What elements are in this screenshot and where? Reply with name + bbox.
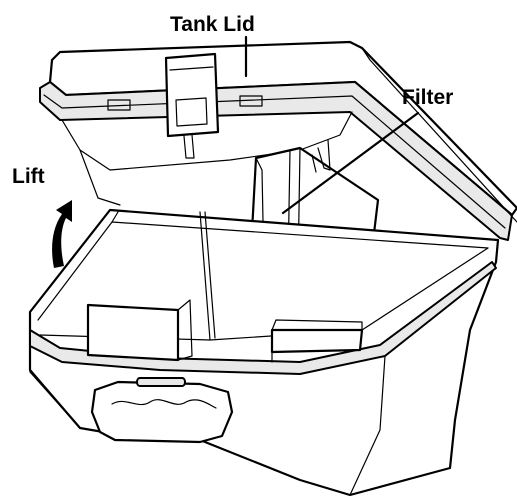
lift-label: Lift	[12, 165, 45, 188]
filter-label: Filter	[402, 86, 453, 109]
filter-leader-line	[281, 111, 420, 215]
tank-lid-label: Tank Lid	[170, 13, 255, 36]
tank-body	[28, 208, 500, 497]
lid-latch	[164, 52, 220, 159]
lift-arrow-icon	[52, 200, 72, 268]
